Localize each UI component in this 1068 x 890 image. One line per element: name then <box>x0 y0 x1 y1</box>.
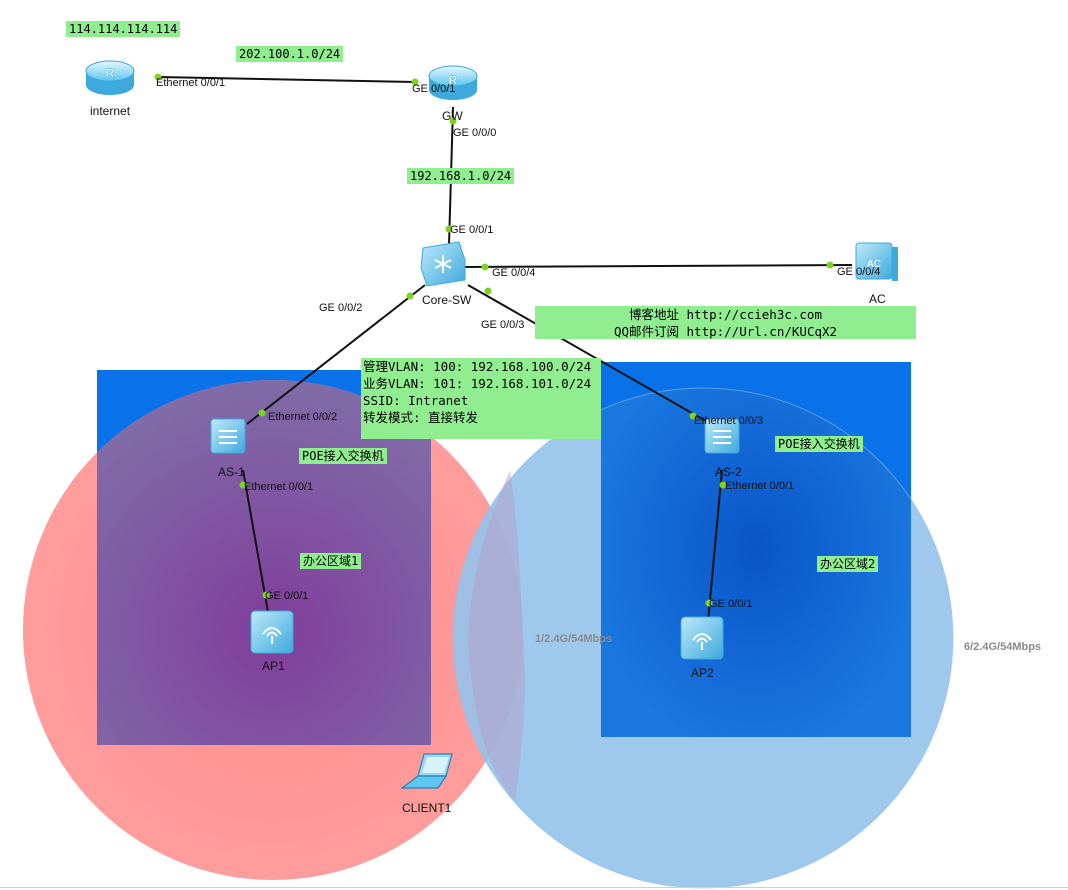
note-lan-network: 192.168.1.0/24 <box>407 168 515 184</box>
port-ap1-ge001: GE 0/0/1 <box>265 590 308 602</box>
ap1-signal-overlap <box>97 380 431 745</box>
device-label-ap2: AP2 <box>691 666 714 680</box>
note-poe-switch-1: POE接入交换机 <box>299 448 387 464</box>
port-internet-e001: Ethernet 0/0/1 <box>156 77 225 89</box>
ap2-signal-edge <box>452 387 954 889</box>
bottom-border <box>0 887 1068 888</box>
ac-controller-icon[interactable]: AC <box>855 242 898 281</box>
port-core-ge004: GE 0/0/4 <box>492 267 535 279</box>
device-label-core: Core-SW <box>422 293 472 307</box>
port-as2-e001: Ethernet 0/0/1 <box>725 480 794 492</box>
link-as2-ap2 <box>707 469 723 623</box>
device-label-internet: internet <box>90 104 131 118</box>
port-core-ge001: GE 0/0/1 <box>450 224 493 236</box>
ap2-channel-label: 6/2.4G/54Mbps <box>964 641 1041 653</box>
link-core-ac <box>464 264 853 268</box>
svg-text:R: R <box>449 73 458 87</box>
signal-overlap-zone <box>468 470 525 800</box>
ap1-channel-label: 1/2.4G/54Mbps <box>535 633 612 645</box>
port-core-ge003: GE 0/0/3 <box>481 319 524 331</box>
port-as1-e001: Ethernet 0/0/1 <box>244 481 313 493</box>
client1-laptop-icon[interactable] <box>400 753 453 789</box>
as1-switch-icon[interactable] <box>210 418 246 454</box>
ap1-access-point-icon[interactable] <box>250 610 294 654</box>
port-as2-e003: Ethernet 0/0/3 <box>694 415 763 427</box>
port-dots <box>154 73 834 607</box>
device-label-as1: AS-1 <box>218 465 245 479</box>
ap2-access-point-icon[interactable] <box>680 616 724 660</box>
port-as1-e002: Ethernet 0/0/2 <box>268 411 337 423</box>
link-core-as2 <box>467 284 712 425</box>
note-internet-ip: 114.114.114.114 <box>66 21 181 37</box>
link-internet-gw <box>157 76 416 83</box>
core-switch-icon[interactable] <box>420 241 466 287</box>
port-ac-ge004: GE 0/0/4 <box>837 266 880 278</box>
device-label-as2: AS-2 <box>715 465 742 479</box>
link-core-as1 <box>246 284 426 425</box>
as2-switch-icon[interactable] <box>704 418 740 454</box>
note-office-area-2: 办公区域2 <box>817 556 879 572</box>
note-poe-switch-2: POE接入交换机 <box>775 436 863 452</box>
gw-router-icon[interactable]: R <box>428 65 478 100</box>
port-ap2-ge001: GE 0/0/1 <box>709 598 752 610</box>
note-vlan-info: 管理VLAN: 100: 192.168.100.0/24 业务VLAN: 10… <box>361 358 601 439</box>
device-label-client1: CLIENT1 <box>402 801 452 815</box>
port-gw-ge001: GE 0/0/1 <box>412 83 455 95</box>
note-wan-network: 202.100.1.0/24 <box>236 46 344 62</box>
device-label-ap1: AP1 <box>262 659 285 673</box>
device-label-gw: GW <box>442 109 463 123</box>
svg-text:AC: AC <box>867 259 881 270</box>
port-core-ge002: GE 0/0/2 <box>319 302 362 314</box>
link-as1-ap1 <box>242 469 269 613</box>
device-label-ac: AC <box>869 292 886 306</box>
note-office-area-1: 办公区域1 <box>300 553 362 569</box>
internet-router-icon[interactable]: R <box>85 60 135 95</box>
svg-text:R: R <box>106 66 115 80</box>
port-gw-ge000: GE 0/0/0 <box>453 127 496 139</box>
note-blog-info: 博客地址 http://ccieh3c.com QQ邮件订阅 http://Ur… <box>535 306 916 339</box>
